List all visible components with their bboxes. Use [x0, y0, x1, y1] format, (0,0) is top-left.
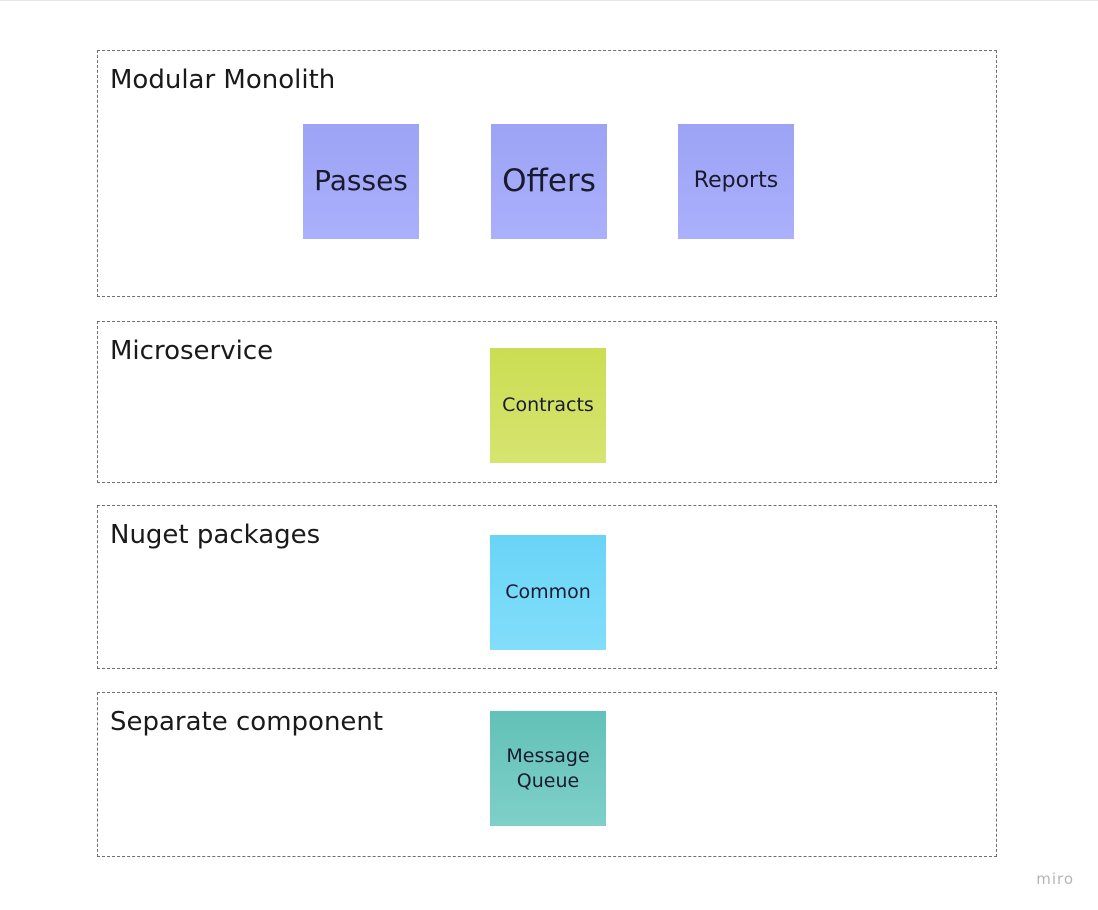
sticky-note-common[interactable]: Common	[490, 535, 606, 650]
frame-separate-component[interactable]: Separate component	[97, 692, 997, 857]
sticky-note-text: Passes	[314, 164, 408, 198]
canvas-top-border	[0, 0, 1098, 1]
sticky-note-text: Contracts	[502, 394, 594, 417]
sticky-note-text: Common	[505, 581, 591, 604]
sticky-note-text: Offers	[502, 163, 596, 200]
sticky-note-reports[interactable]: Reports	[678, 124, 794, 239]
sticky-note-text: Message Queue	[506, 744, 590, 792]
frame-modular-monolith[interactable]: Modular Monolith	[97, 50, 997, 297]
sticky-note-text: Reports	[693, 168, 779, 194]
sticky-note-message-queue[interactable]: Message Queue	[490, 711, 606, 826]
frame-microservice[interactable]: Microservice	[97, 321, 997, 483]
frame-title: Microservice	[110, 336, 274, 366]
frame-nuget-packages[interactable]: Nuget packages	[97, 505, 997, 669]
frame-title: Separate component	[110, 707, 384, 737]
miro-watermark: miro	[1036, 870, 1074, 888]
frame-title: Modular Monolith	[110, 65, 336, 95]
sticky-note-contracts[interactable]: Contracts	[490, 348, 606, 463]
sticky-note-offers[interactable]: Offers	[491, 124, 607, 239]
sticky-note-passes[interactable]: Passes	[303, 124, 419, 239]
frame-title: Nuget packages	[110, 520, 321, 550]
